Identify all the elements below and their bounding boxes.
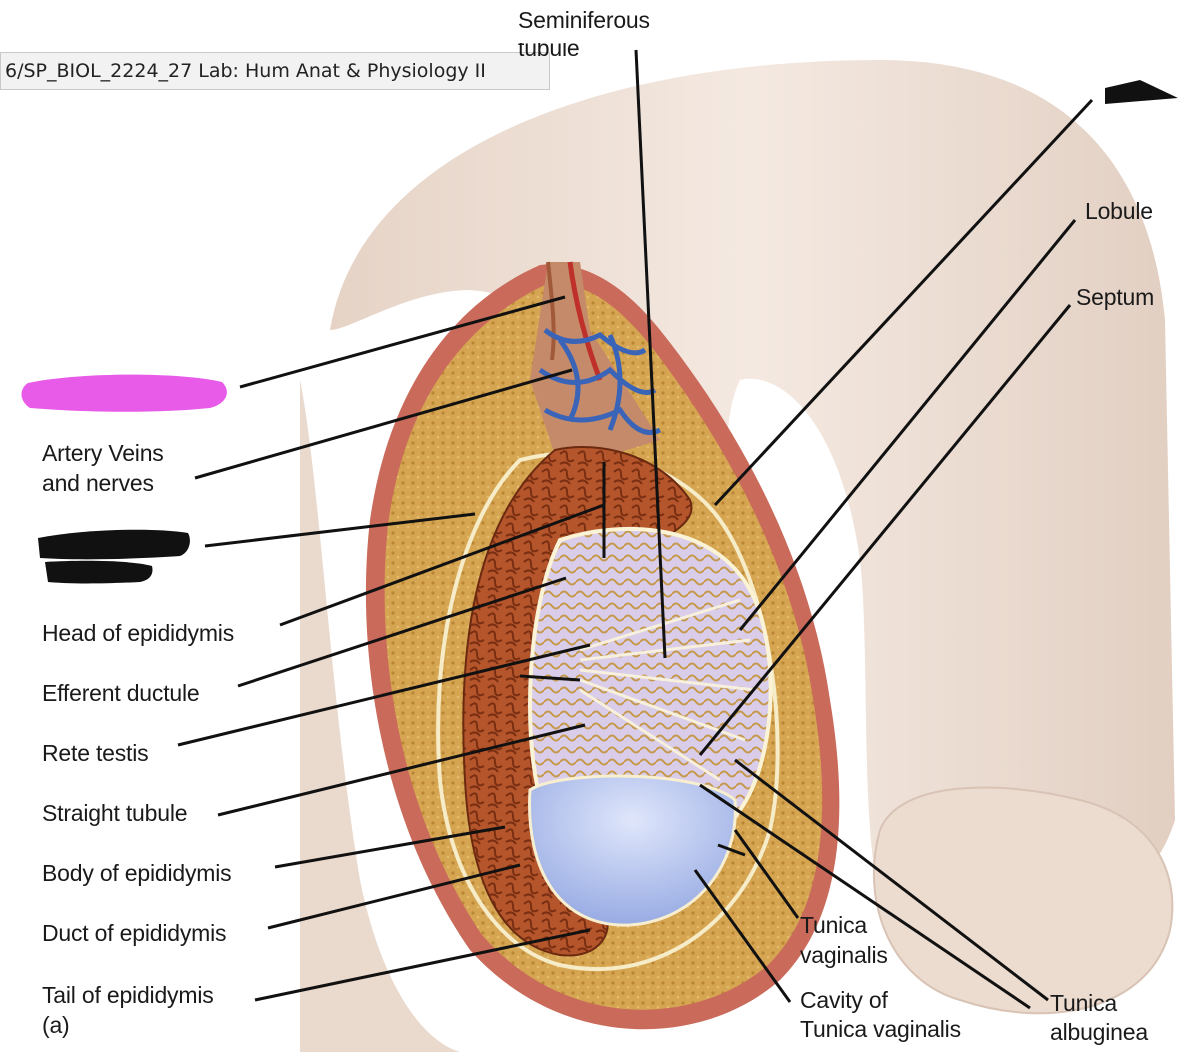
testis [528,526,773,927]
pink-highlight-mark [21,374,227,412]
label-seminiferous-tubule-line2: tubule [518,35,580,61]
label-lobule: Lobule [1085,198,1153,224]
label-artery-veins-line1: Artery Veins [42,440,164,466]
leader-lines [177,49,1094,1010]
spermatic-cord [530,261,662,470]
label-septum: Septum [1076,284,1155,310]
label-seminiferous-tubule-line1: Seminiferous [518,7,650,33]
label-cavity-line2: Tunica vaginalis [800,1016,961,1042]
redaction-mark-top [1105,80,1178,104]
label-artery-veins-line2: and nerves [42,470,154,496]
label-cavity-line1: Cavity of [800,987,888,1013]
label-rete-testis: Rete testis [42,740,149,766]
label-straight-tubule: Straight tubule [42,800,188,826]
tunica-vaginalis-layer [436,451,780,971]
label-tunica-vaginalis-line1: Tunica [800,912,867,938]
label-efferent-ductule: Efferent ductule [42,680,200,706]
label-duct-of-epididymis: Duct of epididymis [42,920,227,946]
label-tunica-albuginea-line1: Tunica [1050,990,1117,1016]
redaction-mark [38,529,190,584]
label-tail-of-epididymis: Tail of epididymis [42,982,214,1008]
browser-tab-title[interactable]: 6/SP_BIOL_2224_27 Lab: Hum Anat & Physio… [0,52,550,90]
label-body-of-epididymis: Body of epididymis [42,860,232,886]
label-tunica-vaginalis-line2: vaginalis [800,942,888,968]
label-head-of-epididymis: Head of epididymis [42,620,235,646]
label-tunica-albuginea-line2: albuginea [1050,1019,1148,1045]
label-panel-marker: (a) [42,1012,70,1038]
